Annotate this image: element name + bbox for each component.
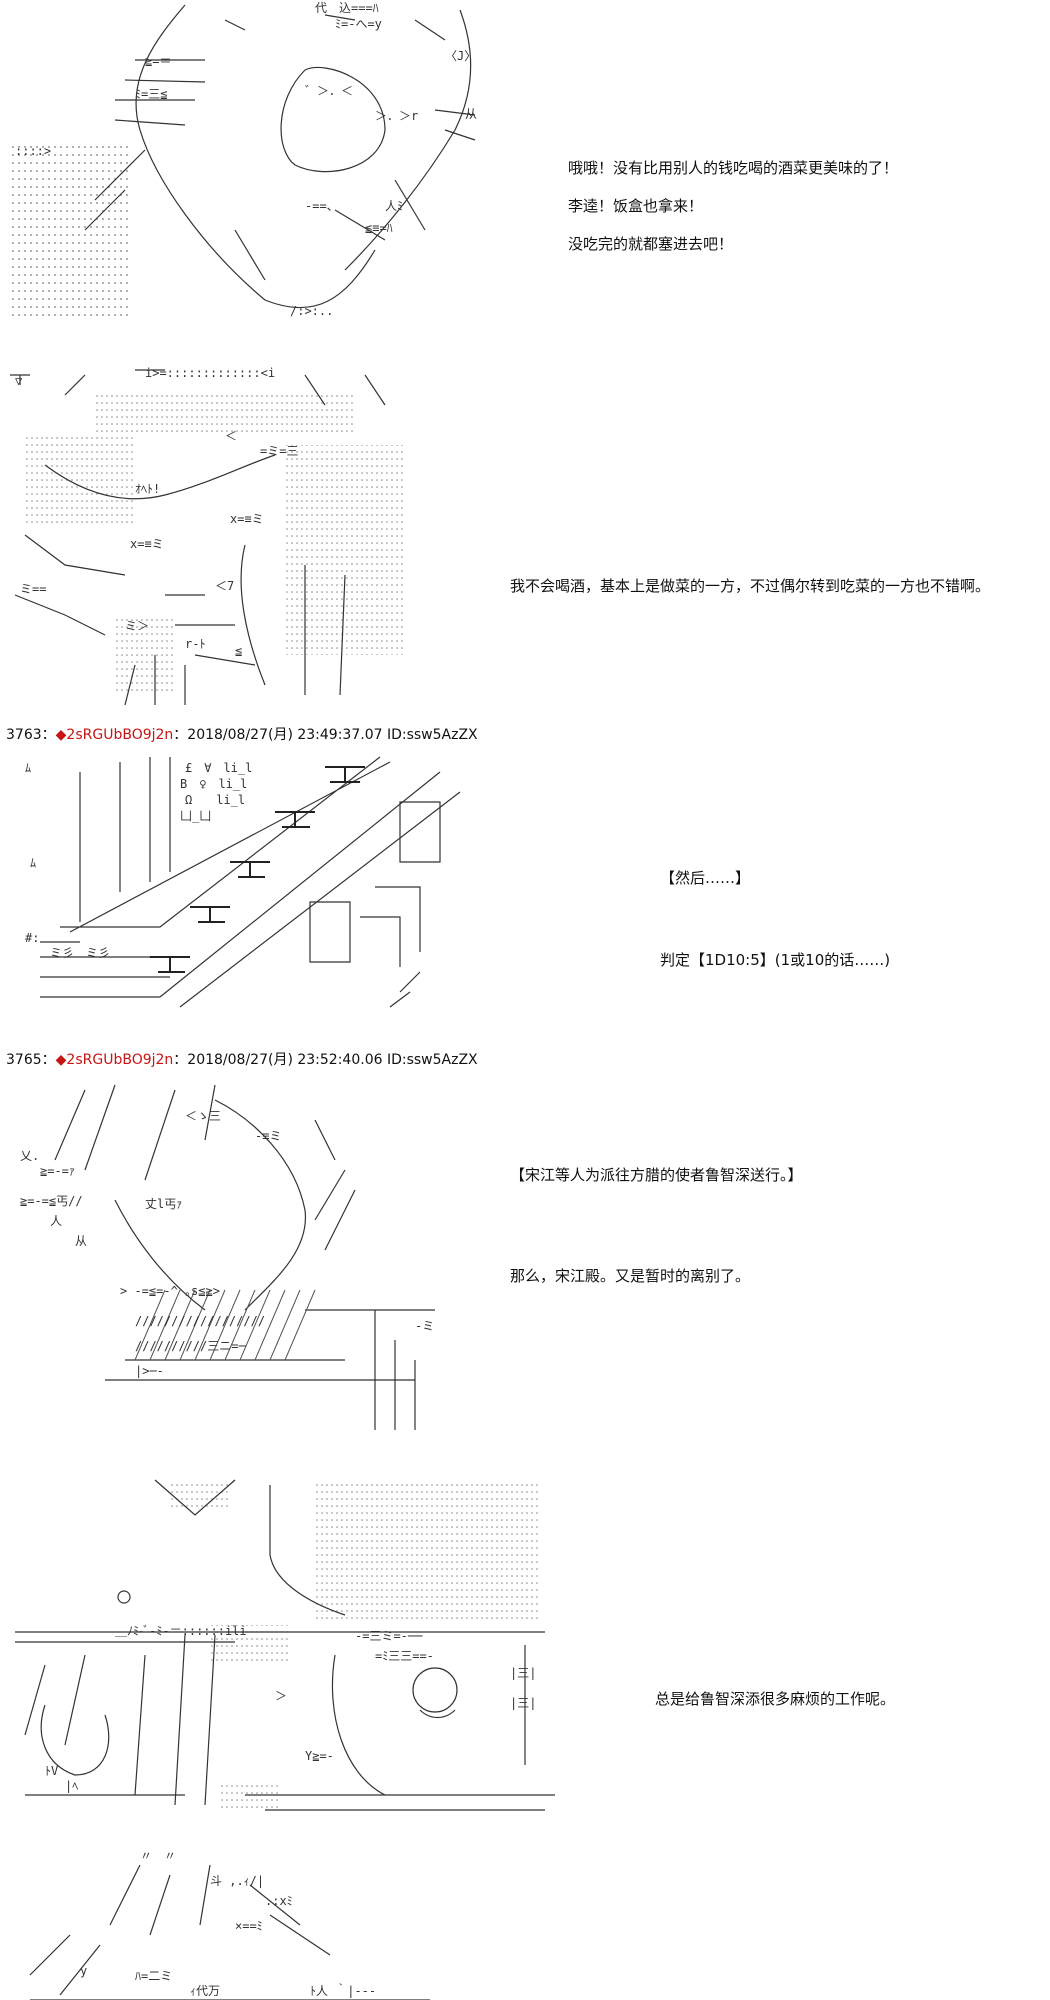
svg-text:＞．＞r: ＞．＞r xyxy=(375,109,418,123)
svg-text:＞: ＞ xyxy=(275,1689,287,1703)
panel1-line2: 李逵！饭盒也拿来！ xyxy=(568,197,704,215)
panel1-line3: 没吃完的就都塞进去吧！ xyxy=(568,235,734,253)
svg-text:|>─-: |>─- xyxy=(135,1364,164,1378)
svg-text://////////////////: ////////////////// xyxy=(135,1314,265,1328)
svg-text:ミ彡 ミ彡: ミ彡 ミ彡 xyxy=(50,946,110,960)
svg-text:〈J〉: 〈J〉 xyxy=(445,49,476,63)
ascii-art-man-staff: 乂. ≧=-=ｧ ≧=-=≦丐// 丈l丐ｧ 人 从 ＜ゝ三 -≡ミ > -=≦… xyxy=(15,1080,465,1430)
svg-text:::::>: ::::> xyxy=(15,144,51,158)
svg-text:r-ﾄ: r-ﾄ xyxy=(185,637,205,651)
svg-text:从: 从 xyxy=(75,1234,87,1248)
panel4-line1: 【宋江等人为派往方腊的使者鲁智深送行。】 xyxy=(510,1166,803,1184)
post-number: 3765 xyxy=(6,1052,42,1068)
svg-text:=ミ=三: =ミ=三 xyxy=(260,444,298,458)
svg-text:≧=-=≦丐//: ≧=-=≦丐// xyxy=(20,1194,83,1208)
post-header-3765: 3765：◆2sRGUbBO9j2n：2018/08/27(月) 23:52:4… xyxy=(6,1051,478,1069)
svg-text:|ﾍ: |ﾍ xyxy=(65,1779,78,1793)
svg-text:ﾑ: ﾑ xyxy=(30,856,36,870)
svg-text:y: y xyxy=(80,1964,87,1978)
svg-text:凵_凵: 凵_凵 xyxy=(180,809,211,823)
svg-text:|三|: |三| xyxy=(510,1666,536,1680)
svg-text:ﾊ=二ミ: ﾊ=二ミ xyxy=(135,1969,172,1983)
panel3-line1: 【然后……】 xyxy=(660,869,751,887)
svg-text:人ﾐ: 人ﾐ xyxy=(385,199,403,213)
svg-text:代 込===ﾊ: 代 込===ﾊ xyxy=(315,1,379,15)
svg-text:〃 〃: 〃 〃 xyxy=(140,1849,176,1863)
trip-code: 2sRGUbBO9j2n xyxy=(66,1052,174,1068)
ascii-art-bottom: 〃 〃 斗 ,.ｨ/| .:xﾐ ×==ﾐ y ﾊ=二ミ ｨ代万 ﾄ人 ｀|--… xyxy=(10,1845,460,2000)
svg-text:> -=≦=-^ ｡s≦≧>: > -=≦=-^ ｡s≦≧> xyxy=(120,1284,220,1298)
svg-text:≧=＝: ≧=＝ xyxy=(145,54,171,68)
svg-text:B ♀ li_l: B ♀ li_l xyxy=(180,777,247,791)
svg-text:≦: ≦ xyxy=(235,644,242,658)
svg-text:乂.: 乂. xyxy=(20,1149,39,1163)
ascii-art-man-robe: ▽ i>=:::::::::::::<i ＜ =ミ=三 ｵﾍﾄ! x=≡ミ x=… xyxy=(5,365,425,710)
svg-text:ミ==: ミ== xyxy=(20,582,46,596)
panel3-line2: 判定【1D10:5】(1或10的话……) xyxy=(660,951,891,969)
svg-text:.:xﾐ: .:xﾐ xyxy=(265,1894,293,1908)
svg-text:ﾄV: ﾄV xyxy=(45,1764,58,1778)
svg-text:£ ∀ li_l: £ ∀ li_l xyxy=(185,761,252,775)
svg-text:ｵﾍﾄ!: ｵﾍﾄ! xyxy=(135,482,160,496)
svg-text:ﾑ: ﾑ xyxy=(25,761,31,775)
svg-text:ｨ代万: ｨ代万 xyxy=(190,1984,220,1998)
svg-text:从: 从 xyxy=(465,107,477,121)
svg-text:≦≡=ﾊ: ≦≡=ﾊ xyxy=(365,221,393,235)
svg-text:x=≡ミ: x=≡ミ xyxy=(130,537,164,551)
separator: ： xyxy=(41,727,56,743)
svg-text:ﾐ=三≦: ﾐ=三≦ xyxy=(135,87,167,101)
svg-text:＜7: ＜7 xyxy=(215,579,234,593)
svg-text:x=≡ミ: x=≡ミ xyxy=(230,512,264,526)
svg-text:Y≧=-: Y≧=- xyxy=(305,1749,334,1763)
svg-text:-==、: -==、 xyxy=(305,199,339,213)
svg-text:=ﾐ三三==-: =ﾐ三三==- xyxy=(375,1649,434,1663)
svg-text:i>=:::::::::::::<i: i>=:::::::::::::<i xyxy=(145,366,275,380)
panel5-line1: 总是给鲁智深添很多麻烦的工作呢。 xyxy=(655,1690,896,1708)
diamond-icon: ◆ xyxy=(55,1052,67,1068)
post-date: ：2018/08/27(月) 23:52:40.06 ID:ssw5AzZX xyxy=(173,1052,478,1068)
svg-text:丈l丐ｧ: 丈l丐ｧ xyxy=(145,1197,182,1211)
svg-text:×==ﾐ: ×==ﾐ xyxy=(235,1919,263,1933)
svg-text:|三|: |三| xyxy=(510,1696,536,1710)
svg-text:▽: ▽ xyxy=(15,374,23,388)
svg-text:-ミ: -ミ xyxy=(415,1319,434,1333)
diamond-icon: ◆ xyxy=(55,727,67,743)
panel1-line1: 哦哦！没有比用别人的钱吃喝的酒菜更美味的了！ xyxy=(568,159,899,177)
svg-text:/:>:..: /:>:.. xyxy=(290,304,333,318)
svg-text:＜: ＜ xyxy=(225,429,237,443)
svg-text://////////三ニ=─: //////////三ニ=─ xyxy=(135,1339,246,1353)
svg-text:ミ＞: ミ＞ xyxy=(125,619,149,633)
svg-text:斗 ,.ｨ/|: 斗 ,.ｨ/| xyxy=(210,1874,264,1888)
svg-text:-=三ミ=-──: -=三ミ=-── xyxy=(355,1629,423,1643)
ascii-art-man-eating: 代 込===ﾊ ﾐ=-へ=y 〈J〉 ゛＞．＜ ＞．＞r 从 ≧=＝ ﾐ=三≦ … xyxy=(5,0,505,325)
post-date: ：2018/08/27(月) 23:49:37.07 ID:ssw5AzZX xyxy=(173,727,478,743)
svg-text:゛＞．＜: ゛＞．＜ xyxy=(305,84,353,98)
svg-text:Ω li_l: Ω li_l xyxy=(185,793,245,807)
svg-text:ﾄ人 ｀|---: ﾄ人 ｀|--- xyxy=(310,1982,376,1998)
panel2-line1: 我不会喝酒，基本上是做菜的一方，不过偶尔转到吃菜的一方也不错啊。 xyxy=(510,577,991,595)
separator: ： xyxy=(41,1052,56,1068)
ascii-art-room: £ ∀ li_l B ♀ li_l Ω li_l 凵_凵 ﾑ ﾑ #: ミ彡 ミ… xyxy=(20,752,550,1022)
panel4-line2: 那么，宋江殿。又是暂时的离别了。 xyxy=(510,1267,751,1285)
svg-text:#:: #: xyxy=(25,931,39,945)
svg-text:＜ゝ三: ＜ゝ三 xyxy=(185,1109,221,1123)
post-header-3763: 3763：◆2sRGUbBO9j2n：2018/08/27(月) 23:49:3… xyxy=(6,726,478,744)
ascii-art-scene: ＿ﾉﾐ-ﾞ-ﾐ-＝::::::ili -=三ミ=-── =ﾐ三三==- |三| … xyxy=(5,1475,565,1820)
post-number: 3763 xyxy=(6,727,42,743)
trip-code: 2sRGUbBO9j2n xyxy=(66,727,174,743)
svg-text:ﾐ=-へ=y: ﾐ=-へ=y xyxy=(335,17,382,31)
svg-text:-≡ミ: -≡ミ xyxy=(255,1129,281,1143)
svg-text:≧=-=ｧ: ≧=-=ｧ xyxy=(40,1164,75,1178)
svg-text:＿ﾉﾐ-ﾞ-ﾐ-＝::::::ili: ＿ﾉﾐ-ﾞ-ﾐ-＝::::::ili xyxy=(115,1624,247,1638)
svg-text:人: 人 xyxy=(50,1214,62,1228)
